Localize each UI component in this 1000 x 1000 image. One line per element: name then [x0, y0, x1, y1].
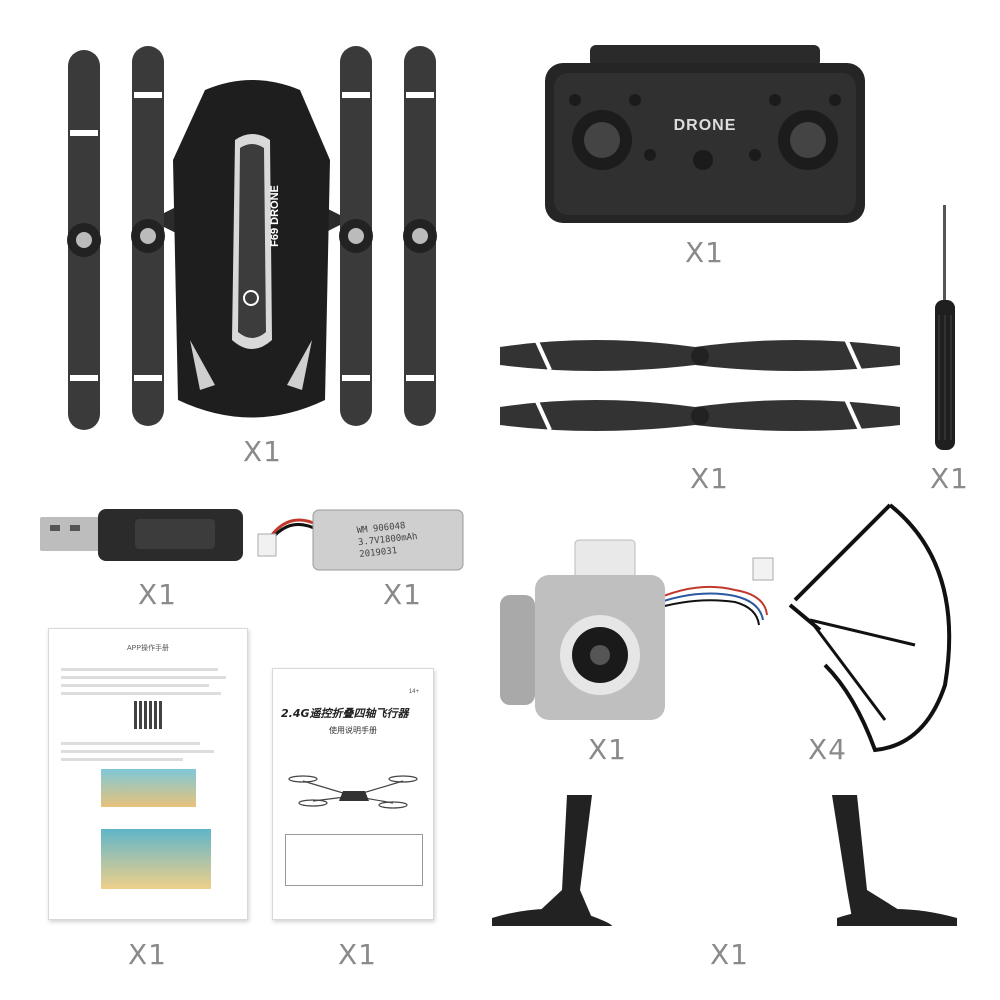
guard-qty: X4 — [808, 733, 847, 766]
app-manual: APP操作手册 — [48, 628, 248, 920]
app-screenshot-1 — [100, 769, 196, 807]
remote-illustration — [545, 45, 865, 223]
app-screenshot-2 — [101, 829, 211, 889]
remote-qty: X1 — [685, 236, 724, 269]
landing-gear-qty: X1 — [710, 938, 749, 971]
qr-code-icon — [134, 701, 162, 729]
screwdriver-item — [925, 205, 965, 455]
battery-qty: X1 — [383, 578, 422, 611]
app-manual-title: APP操作手册 — [126, 645, 169, 652]
guard-item — [785, 495, 970, 760]
user-manual-subtitle: 使用说明手册 — [329, 726, 377, 735]
user-manual-age: 14+ — [408, 689, 419, 695]
app-manual-qty: X1 — [128, 938, 167, 971]
remote-item: DRONE — [540, 45, 870, 225]
propellers-illustration — [500, 336, 900, 431]
power-icon — [243, 290, 259, 306]
propellers-qty: X1 — [690, 462, 729, 495]
usb-charger-qty: X1 — [138, 578, 177, 611]
user-manual-title: 2.4G遥控折叠四轴飞行器 — [281, 707, 409, 720]
propellers-item — [495, 325, 905, 450]
manual-drone-diagram — [288, 775, 418, 809]
usb-charger-item — [40, 505, 245, 565]
battery-label: WM 906048 3.7V1800mAh 2019031 — [356, 519, 419, 561]
camera-illustration — [500, 539, 774, 720]
camera-item — [495, 539, 785, 725]
screwdriver-qty: X1 — [930, 462, 969, 495]
usb-charger-illustration — [40, 509, 243, 561]
drone-qty: X1 — [243, 435, 282, 468]
landing-gear-illustration — [492, 795, 957, 926]
battery-item: WM 906048 3.7V1800mAh 2019031 — [257, 500, 468, 580]
drone-illustration — [67, 46, 437, 430]
app-manual-text — [49, 653, 247, 695]
user-manual-qty: X1 — [338, 938, 377, 971]
drone-item: F69 DRONE — [40, 40, 460, 440]
camera-qty: X1 — [588, 733, 627, 766]
manual-controller-section — [285, 834, 423, 886]
screwdriver-illustration — [935, 205, 955, 450]
user-manual: 14+ 2.4G遥控折叠四轴飞行器 使用说明手册 — [272, 668, 434, 920]
drone-nose-label: F69 DRONE — [269, 185, 281, 247]
battery-illustration — [257, 509, 464, 571]
remote-brand: DRONE — [673, 117, 737, 134]
guard-illustration — [788, 503, 952, 753]
landing-gear-item — [492, 790, 962, 930]
